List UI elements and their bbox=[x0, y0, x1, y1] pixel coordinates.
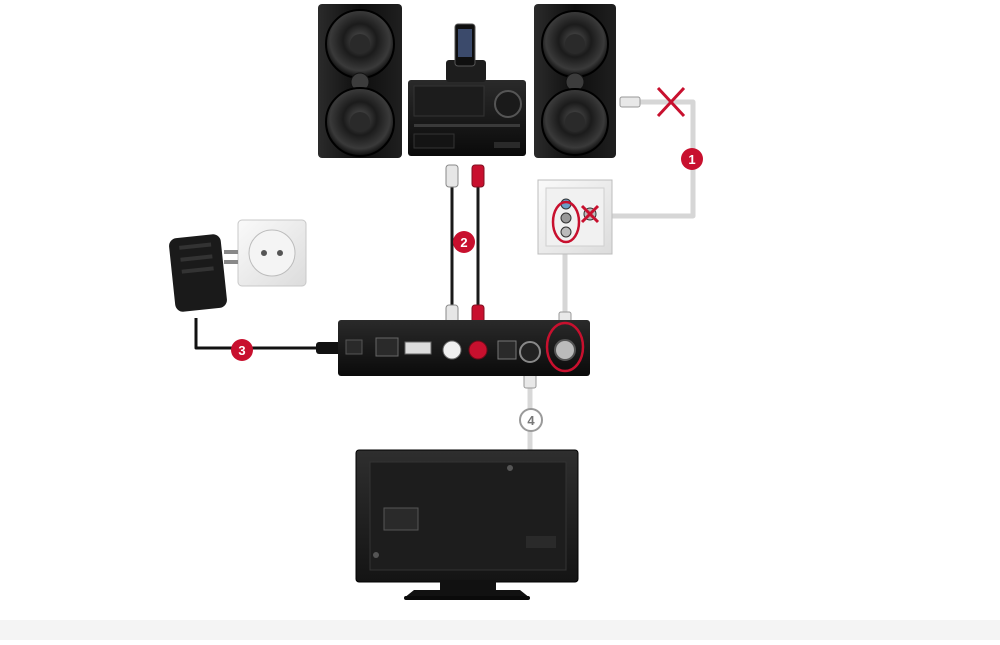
step-label-2: 2 bbox=[460, 235, 467, 250]
disconnect-x-icon bbox=[656, 86, 686, 118]
power-cable-3 bbox=[194, 318, 344, 354]
power-outlet-icon bbox=[237, 219, 307, 287]
power-adapter-icon bbox=[169, 234, 238, 312]
micro-hifi-unit-icon bbox=[408, 80, 526, 156]
antenna-in-port bbox=[554, 339, 576, 361]
step-marker-1: 1 bbox=[681, 148, 703, 170]
speaker-right-icon bbox=[534, 4, 616, 158]
wall-antenna-socket-icon bbox=[537, 179, 613, 255]
ethernet-port bbox=[375, 337, 399, 357]
rca-red-port bbox=[468, 340, 488, 360]
smartphone-dock-icon bbox=[446, 23, 486, 82]
tv-out-port bbox=[519, 341, 541, 363]
step-marker-3: 3 bbox=[231, 339, 253, 361]
step-marker-2: 2 bbox=[453, 231, 475, 253]
step-label-1: 1 bbox=[688, 152, 695, 167]
set-top-box-icon bbox=[338, 320, 590, 376]
rca-white-port bbox=[442, 340, 462, 360]
step-label-4: 4 bbox=[527, 413, 535, 428]
optical-port bbox=[497, 340, 517, 360]
coax-plug-icon bbox=[619, 96, 641, 108]
bottom-edge bbox=[0, 620, 1000, 640]
step-marker-4: 4 bbox=[519, 408, 543, 432]
usb-port bbox=[404, 341, 432, 355]
speaker-left-icon bbox=[318, 4, 402, 158]
tv-back-icon bbox=[355, 449, 579, 600]
dc-port bbox=[345, 339, 363, 355]
step-label-3: 3 bbox=[238, 343, 245, 358]
antenna-cable-1 bbox=[604, 96, 696, 219]
